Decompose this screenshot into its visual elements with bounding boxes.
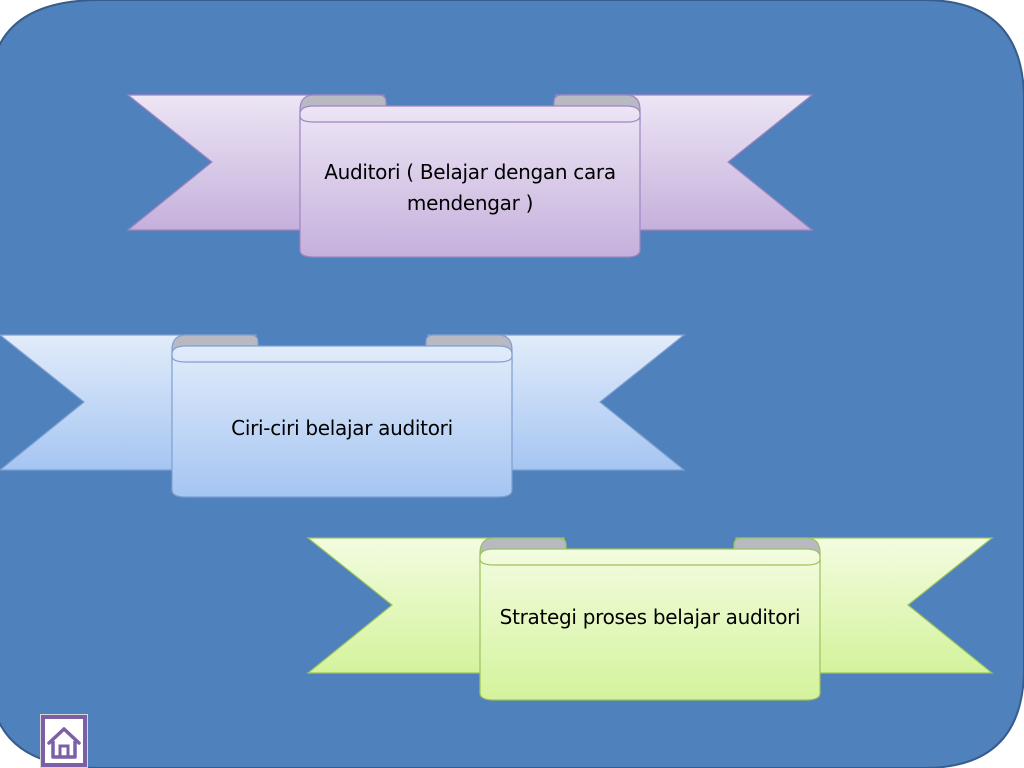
- ribbon-auditori[interactable]: Auditori ( Belajar dengan cara mendengar…: [126, 92, 814, 260]
- ribbon-shape: [0, 334, 686, 498]
- ribbon-label: Ciri-ciri belajar auditori: [231, 415, 453, 440]
- ribbon-shape: [126, 94, 814, 258]
- home-button[interactable]: [40, 714, 88, 768]
- ribbon-label: Strategi proses belajar auditori: [499, 604, 801, 629]
- ribbon-label: Auditori ( Belajar dengan cara mendengar…: [324, 160, 616, 215]
- ribbon-strategi[interactable]: Strategi proses belajar auditori: [306, 535, 994, 703]
- ribbon-ciri-ciri[interactable]: Ciri-ciri belajar auditori: [0, 332, 686, 500]
- home-icon: [40, 714, 88, 768]
- ribbon-shape: [306, 537, 994, 701]
